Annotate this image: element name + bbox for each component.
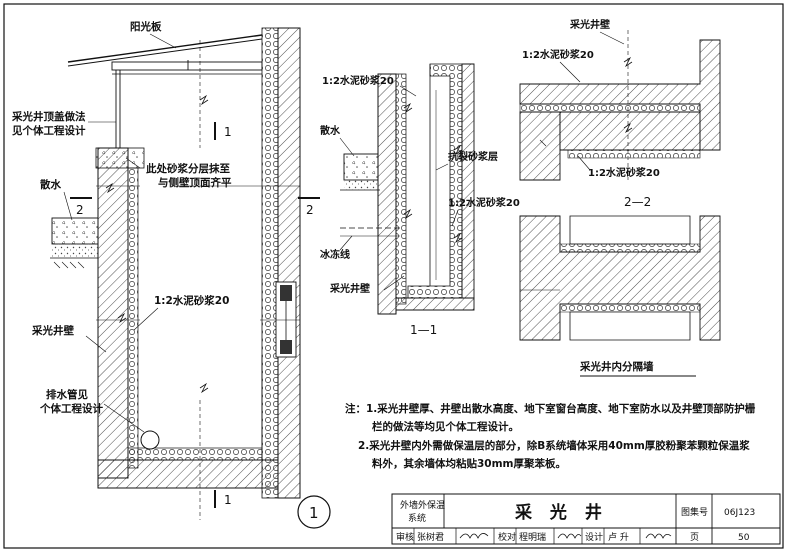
tb-design-label: 设计 xyxy=(585,531,603,543)
tb-page-no: 50 xyxy=(738,533,750,543)
main-section-view: 1 1 2 2 阳光板 采光井顶盖做法 见个体工程设计 此处砂浆分层抹至 与侧壁… xyxy=(11,20,331,529)
note-line-3: 2.采光井壁内外需做保温层的部分，除B系统墙体采用40mm厚胶粉聚苯颗粒保温浆 xyxy=(358,439,750,452)
note-line-2: 栏的做法等均见个体工程设计。 xyxy=(372,420,519,433)
label-drain-2: 个体工程设计 xyxy=(39,402,103,415)
tb-design-name: 卢 升 xyxy=(608,531,629,543)
label-s1-wall: 采光井壁 xyxy=(329,282,370,295)
label-crack-resistant: 抗裂砂浆层 xyxy=(448,150,498,163)
label-roof-note-2: 见个体工程设计 xyxy=(12,124,86,137)
note-line-4: 料外，其余墙体均粘贴30mm厚聚苯板。 xyxy=(372,457,566,470)
check-signature xyxy=(557,533,582,539)
cut-mark-right: 2 xyxy=(306,203,314,217)
label-s2-wall: 采光井壁 xyxy=(569,18,610,31)
label-mortar-note-1: 此处砂浆分层抹至 xyxy=(146,162,230,175)
title-block: 外墙外保温 系统 采 光 井 图集号 06J123 审核 张树君 校对 程明瑞 … xyxy=(391,493,781,545)
tb-check-name: 程明瑞 xyxy=(519,531,546,543)
section-2-2-title: 2—2 xyxy=(624,195,651,209)
section-2-2-view: 采光井壁 1:2水泥砂浆20 1:2水泥砂浆20 2—2 采光井内分隔墙 xyxy=(519,18,721,377)
notes-block: 注：1.采光井壁厚、井壁出散水高度、地下室窗台高度、地下室防水以及井壁顶部防护栅… xyxy=(345,402,756,470)
cut-mark-top: 1 xyxy=(224,125,232,139)
design-signature xyxy=(645,533,672,539)
review-signature xyxy=(459,533,489,539)
label-s1-apron: 散水 xyxy=(320,124,341,137)
label-wall-main: 采光井壁 xyxy=(31,324,74,337)
label-s2-mortar-mid: 1:2水泥砂浆20 xyxy=(588,166,660,179)
tb-atlas-label: 图集号 xyxy=(681,506,708,518)
label-mortar-note-2: 与侧壁顶面齐平 xyxy=(158,176,232,189)
label-frost-line: 冰冻线 xyxy=(320,248,350,261)
tb-atlas-no: 06J123 xyxy=(724,508,755,518)
tb-title: 采 光 井 xyxy=(514,502,608,523)
tb-system-1: 外墙外保温 xyxy=(400,499,445,511)
label-roof-note-1: 采光井顶盖做法 xyxy=(11,110,86,123)
tb-page-label: 页 xyxy=(690,532,699,543)
tb-check-label: 校对 xyxy=(498,531,516,543)
section-1-1-view: 1:2水泥砂浆20 散水 抗裂砂浆层 1:2水泥砂浆20 冰冻线 采光井壁 1—… xyxy=(320,63,520,337)
label-mortar-main: 1:2水泥砂浆20 xyxy=(154,294,229,307)
cut-mark-left: 2 xyxy=(76,203,84,217)
tb-review-label: 审核 xyxy=(396,531,414,543)
tb-review-name: 张树君 xyxy=(417,531,444,543)
tb-system-2: 系统 xyxy=(408,512,426,524)
detail-number: 1 xyxy=(309,504,319,522)
label-s1-mortar-top: 1:2水泥砂浆20 xyxy=(322,74,394,87)
section-1-1-title: 1—1 xyxy=(410,323,437,337)
label-drain-1: 排水管见 xyxy=(46,388,88,401)
label-s2-mortar-top: 1:2水泥砂浆20 xyxy=(522,48,594,61)
cut-mark-bottom: 1 xyxy=(224,493,232,507)
label-s1-mortar-mid: 1:2水泥砂浆20 xyxy=(448,196,520,209)
sheet-border xyxy=(3,3,784,549)
label-partition-caption: 采光井内分隔墙 xyxy=(579,360,654,373)
label-apron-left: 散水 xyxy=(40,178,61,191)
label-sun-panel: 阳光板 xyxy=(130,20,162,33)
note-line-1: 注：1.采光井壁厚、井壁出散水高度、地下室窗台高度、地下室防水以及井壁顶部防护栅 xyxy=(345,402,756,415)
